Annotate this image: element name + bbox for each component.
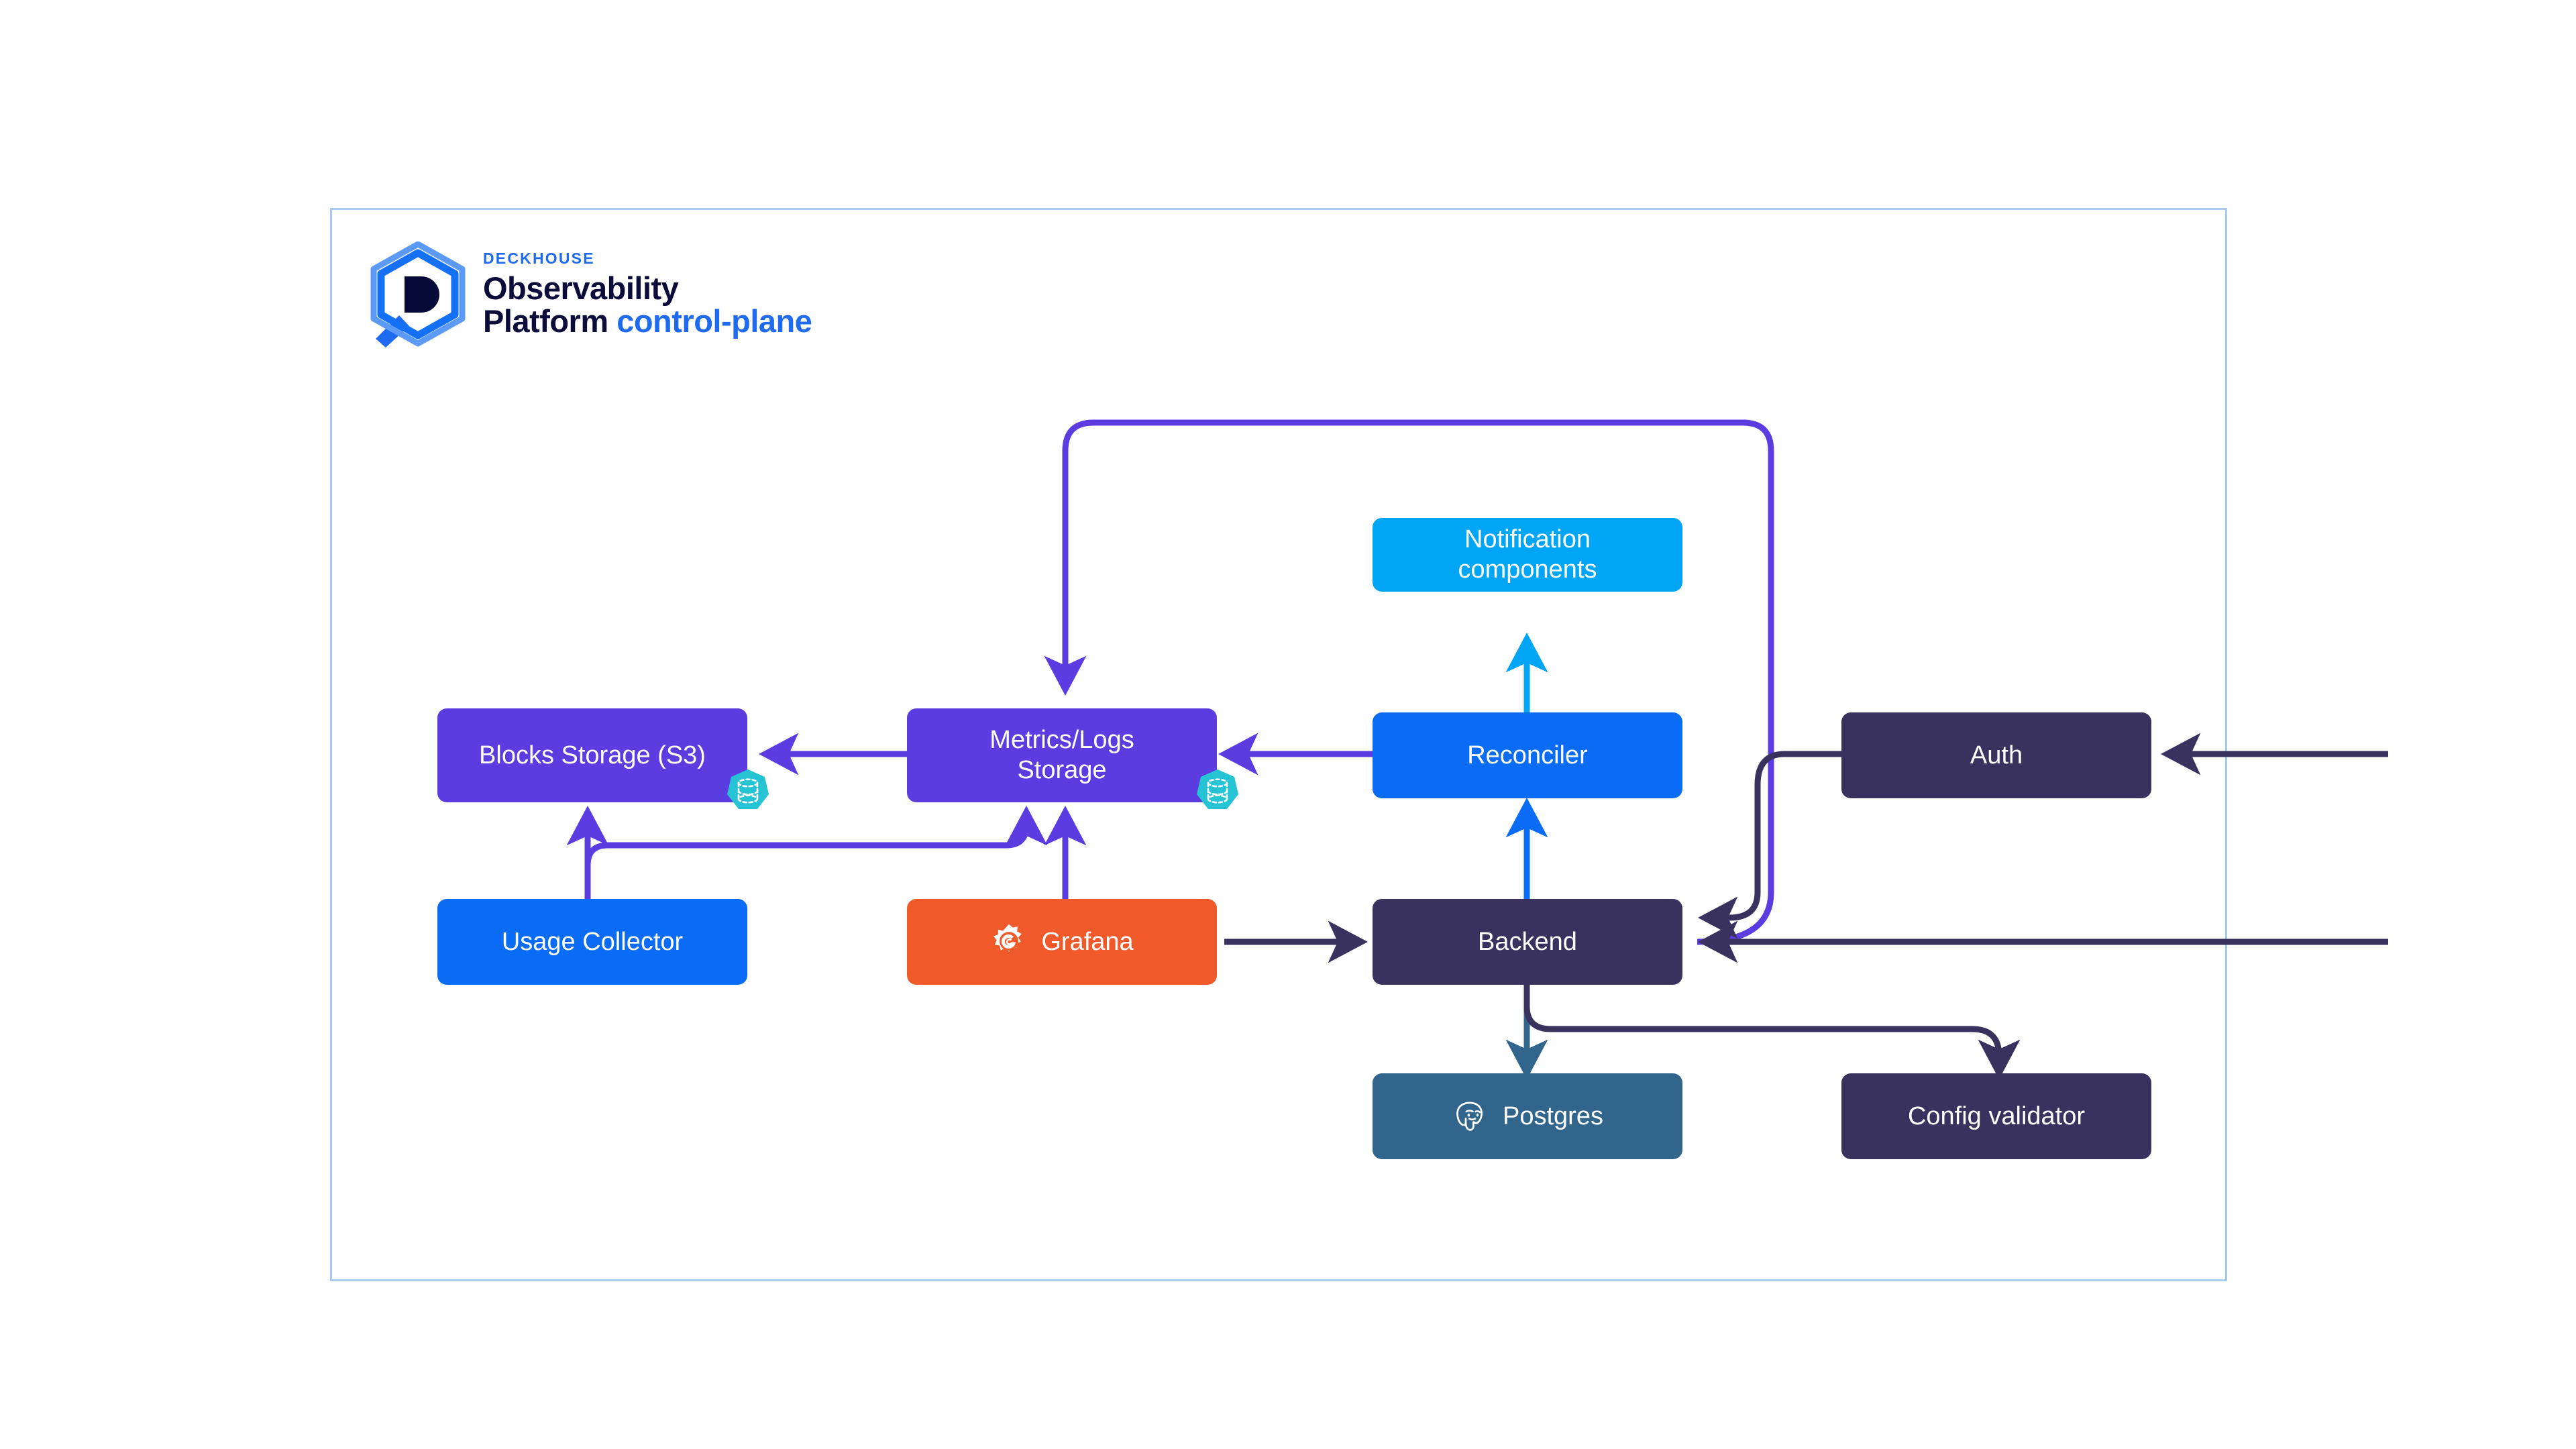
node-postgres[interactable]: Postgres: [1373, 1073, 1682, 1159]
control-plane-boundary: [330, 208, 2227, 1281]
brand-platform-word: Platform: [483, 303, 608, 339]
node-postgres-label: Postgres: [1503, 1102, 1603, 1130]
brand-eyebrow: DECKHOUSE: [483, 249, 595, 267]
node-backend-label: Backend: [1478, 927, 1577, 956]
node-reconciler[interactable]: Reconciler: [1373, 712, 1682, 798]
grafana-logo-icon: [990, 923, 1028, 961]
postgres-elephant-icon: [1452, 1097, 1489, 1135]
node-grafana-label: Grafana: [1041, 927, 1134, 956]
node-auth[interactable]: Auth: [1841, 712, 2151, 798]
node-metrics-logs-storage[interactable]: Metrics/Logs Storage: [907, 708, 1217, 802]
node-blocks-storage-label: Blocks Storage (S3): [479, 741, 706, 769]
node-config-validator-label: Config validator: [1907, 1102, 2086, 1130]
pv-badge-blocks-storage: [726, 769, 770, 813]
node-metrics-logs-storage-label: Metrics/Logs Storage: [989, 726, 1134, 784]
brand-line-2: Platform control-plane: [483, 305, 812, 337]
deckhouse-hexagon-logo-icon: [368, 241, 468, 347]
pv-badge-metrics-logs-storage: [1195, 769, 1240, 813]
node-notification-components-label: Notification components: [1458, 525, 1597, 584]
node-config-validator[interactable]: Config validator: [1841, 1073, 2151, 1159]
brand-accent-word: control-plane: [616, 303, 812, 339]
node-blocks-storage[interactable]: Blocks Storage (S3): [437, 708, 747, 802]
deckhouse-logo: DECKHOUSE Observability Platform control…: [368, 241, 812, 347]
node-usage-collector[interactable]: Usage Collector: [437, 899, 747, 985]
node-reconciler-label: Reconciler: [1467, 741, 1588, 769]
node-backend[interactable]: Backend: [1373, 899, 1682, 985]
node-auth-label: Auth: [1970, 741, 2023, 769]
node-notification-components-box[interactable]: Notification components: [1373, 518, 1682, 592]
node-usage-collector-label: Usage Collector: [501, 927, 684, 956]
brand-line-1: Observability: [483, 270, 679, 306]
node-grafana[interactable]: Grafana: [907, 899, 1217, 985]
